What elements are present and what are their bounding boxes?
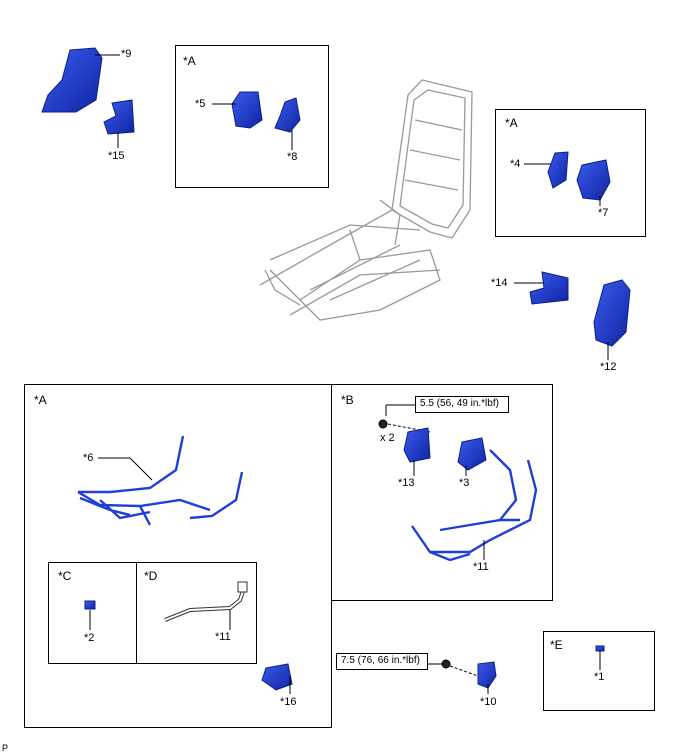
box-a-right [495, 109, 646, 237]
part-3 [457, 437, 487, 471]
callout-4: *4 [510, 158, 521, 170]
part-13 [403, 427, 431, 463]
part-11-harness-b [411, 449, 538, 562]
part-16 [261, 663, 293, 691]
box-e [543, 631, 655, 711]
callout-15: *15 [108, 150, 125, 162]
torque-spec-1: 5.5 (56, 49 in.*lbf) [415, 396, 509, 413]
part-2 [84, 600, 96, 610]
part-9-cover [41, 47, 103, 113]
callout-13: *13 [398, 477, 415, 489]
seat-frame [259, 79, 473, 321]
callout-16: *16 [280, 696, 297, 708]
part-8 [274, 97, 301, 133]
part-14 [529, 271, 569, 305]
callout-14: *14 [491, 277, 508, 289]
callout-3: *3 [459, 477, 470, 489]
box-label-c: *C [58, 569, 72, 583]
bolt-icon [441, 659, 451, 669]
callout-8: *8 [287, 151, 298, 163]
callout-10: *10 [480, 696, 497, 708]
corner-mark: P [2, 743, 9, 753]
callout-1: *1 [594, 671, 605, 683]
part-4 [547, 151, 569, 189]
part-11-harness-d [164, 581, 248, 622]
callout-11-b: *11 [473, 561, 489, 573]
box-label-b: *B [341, 393, 354, 407]
callout-2: *2 [84, 632, 95, 644]
box-label-a-top: *A [183, 54, 196, 68]
box-label-a-bottom: *A [34, 393, 47, 407]
part-10 [477, 661, 497, 689]
callout-7: *7 [598, 207, 609, 219]
part-6-harness [77, 435, 244, 526]
callout-9: *9 [121, 48, 132, 60]
box-label-e: *E [550, 638, 563, 652]
box-a-top [175, 45, 329, 188]
callout-12: *12 [600, 361, 617, 373]
part-15-cover [103, 99, 135, 135]
box-d [136, 562, 257, 664]
part-7 [576, 159, 611, 201]
part-5 [231, 91, 263, 129]
callout-5: *5 [195, 98, 206, 110]
box-b [331, 384, 553, 601]
torque-spec-2: 7.5 (76, 66 in.*lbf) [336, 653, 428, 670]
bolt-icon [378, 419, 388, 429]
part-1 [595, 645, 605, 652]
callout-6: *6 [83, 452, 94, 464]
callout-11-d: *11 [215, 631, 231, 643]
box-label-a-right: *A [505, 116, 518, 130]
quantity-label: x 2 [380, 432, 395, 444]
box-label-d: *D [144, 569, 158, 583]
part-12 [593, 279, 631, 347]
